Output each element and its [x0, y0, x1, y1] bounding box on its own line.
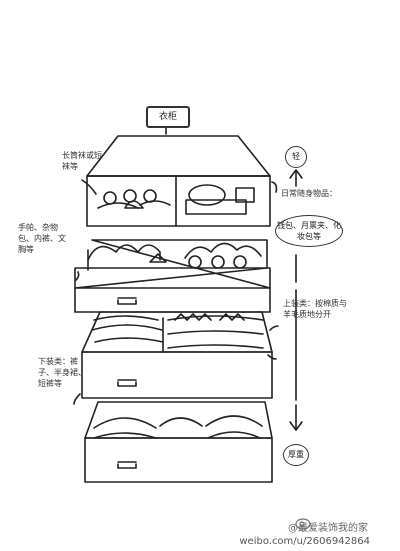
heavy-marker: 厚重	[283, 444, 309, 466]
label-tops: 上装类：按棉质与羊毛质地分开	[283, 299, 347, 319]
label-small-items: 手帕、杂物包、内裤、文胸等	[18, 223, 66, 254]
drawer-bottom	[84, 401, 273, 483]
weight-scale	[289, 169, 303, 431]
label-daily-items: 日常随身物品：	[281, 189, 337, 198]
watermark-url: weibo.com/u/2606942864	[239, 536, 370, 547]
weibo-logo-icon	[295, 518, 311, 530]
wardrobe-sign: 衣柜	[146, 106, 190, 128]
down-arrow-icon	[289, 421, 303, 431]
watermark-name: @最爱装饰我的家	[288, 523, 368, 534]
drawer-top	[86, 135, 271, 227]
drawer-second	[74, 239, 271, 313]
up-arrow-icon	[289, 169, 303, 179]
drawer-third	[81, 311, 273, 399]
daily-items-bubble: 钱包、月票夹、化妆包等	[275, 215, 343, 247]
light-marker: 轻	[285, 146, 307, 168]
label-bottoms: 下装类：裤子、半身裙、短裤等	[38, 357, 86, 388]
label-socks: 长筒袜或短袜等	[62, 151, 102, 171]
